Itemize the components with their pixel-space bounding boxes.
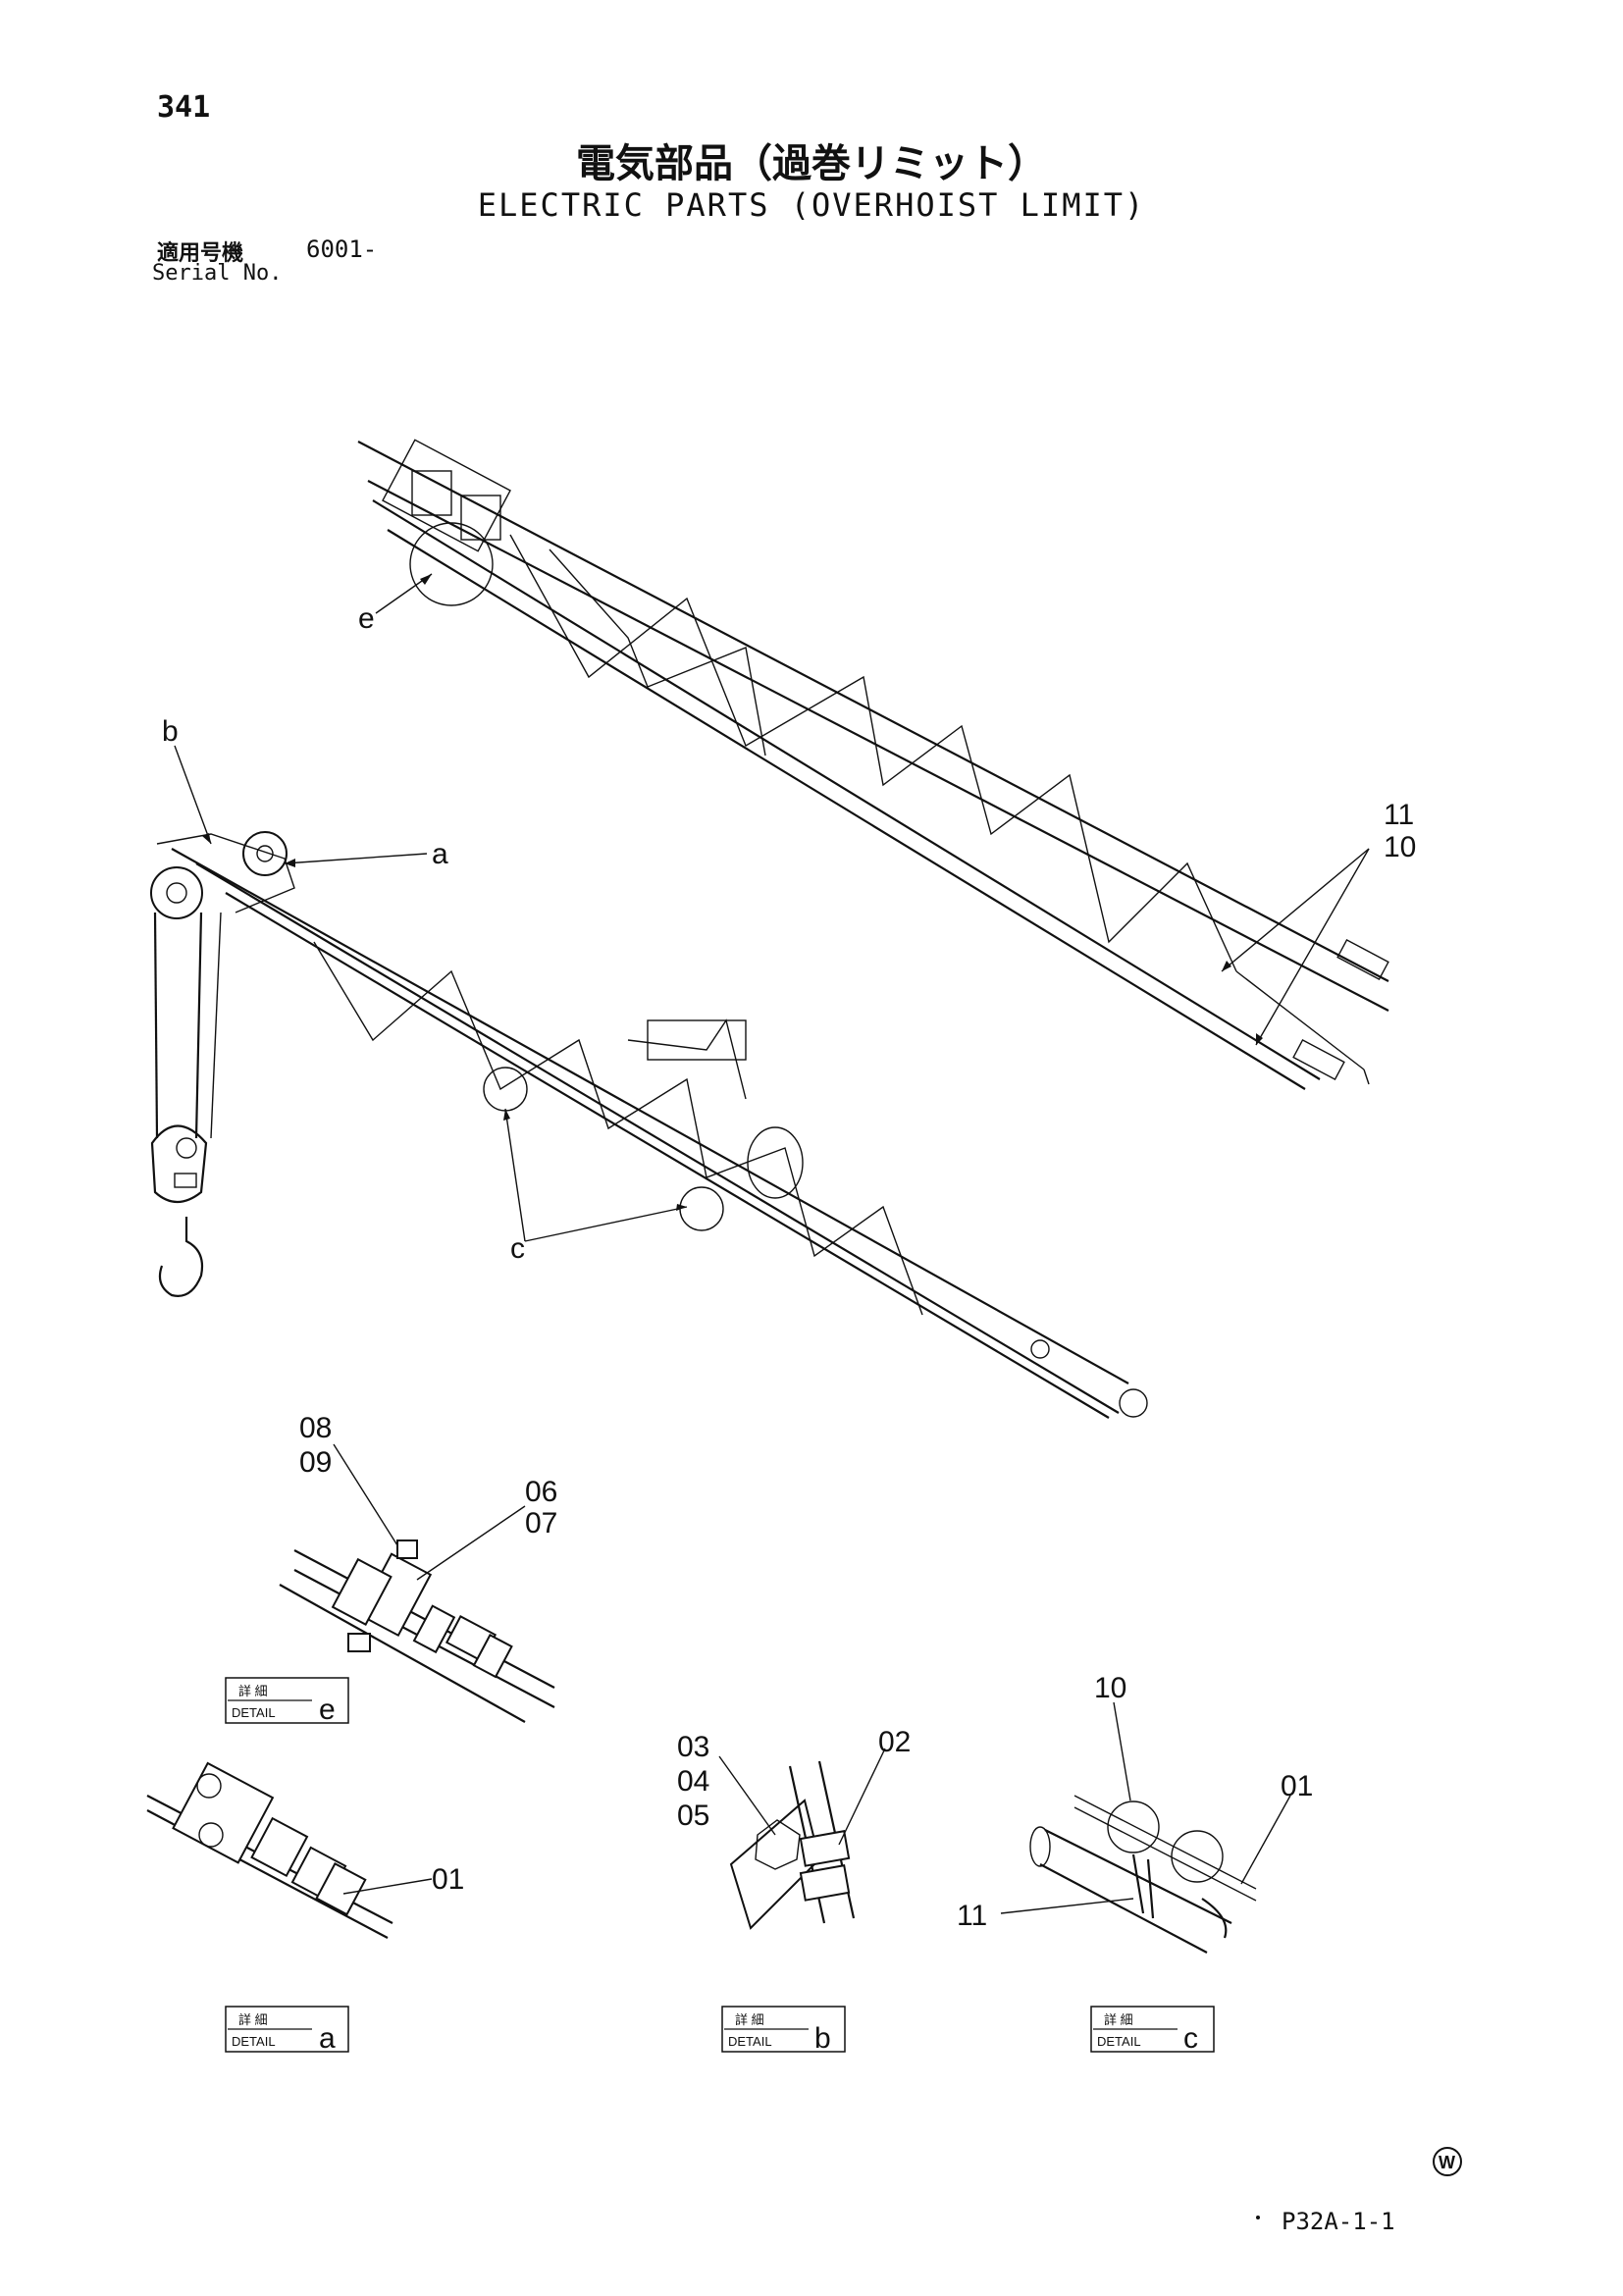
upper-boom: [357, 439, 1389, 1090]
serial-label-english: Serial No.: [152, 261, 283, 286]
detail-box-e: 詳 細 DETAIL e: [225, 1677, 349, 1726]
svg-text:詳 細: 詳 細: [238, 1684, 268, 1698]
svg-text:DETAIL: DETAIL: [1097, 2034, 1141, 2049]
callout-leaders: [174, 573, 1370, 1242]
svg-text:W: W: [1439, 2153, 1455, 2172]
detail-e-drawing: [279, 1539, 555, 1723]
svg-text:詳 細: 詳 細: [1104, 2012, 1133, 2027]
page-title-english: ELECTRIC PARTS (OVERHOIST LIMIT): [477, 186, 1146, 224]
detail-box-c: 詳 細 DETAIL c: [1090, 2006, 1215, 2055]
callout-08: 08: [299, 1412, 332, 1444]
svg-text:b: b: [814, 2022, 831, 2055]
detail-a-drawing: [146, 1761, 393, 1939]
detail-c-drawing: [1029, 1795, 1257, 1954]
callout-01-detail-c: 01: [1281, 1770, 1313, 1802]
page-title-japanese: 電気部品（過巻リミット）: [576, 141, 1047, 186]
callout-09: 09: [299, 1446, 332, 1479]
callout-11-detail-c: 11: [957, 1900, 987, 1932]
callout-02: 02: [878, 1726, 911, 1758]
callout-10-detail-c: 10: [1094, 1672, 1126, 1704]
footer-drawing-code: P32A-1-1: [1282, 2208, 1395, 2235]
svg-text:e: e: [319, 1694, 336, 1726]
callout-10-upper: 10: [1384, 831, 1416, 863]
detail-box-a: 詳 細 DETAIL a: [225, 2006, 349, 2055]
callout-e: e: [358, 602, 375, 635]
callout-05: 05: [677, 1800, 709, 1832]
svg-text:詳 細: 詳 細: [735, 2012, 764, 2027]
callout-11-upper: 11: [1384, 799, 1414, 831]
svg-text:a: a: [319, 2022, 336, 2055]
serial-number-value: 6001-: [306, 235, 378, 263]
svg-text:DETAIL: DETAIL: [728, 2034, 772, 2049]
callout-01-detail-a: 01: [432, 1863, 464, 1896]
callout-06: 06: [525, 1476, 557, 1508]
boom-head-and-hook: [150, 831, 295, 1297]
callout-c: c: [510, 1232, 525, 1265]
svg-text:c: c: [1183, 2022, 1198, 2055]
circled-w-mark: W: [1433, 2147, 1462, 2176]
svg-text:DETAIL: DETAIL: [232, 2034, 276, 2049]
svg-text:詳 細: 詳 細: [238, 2012, 268, 2027]
callout-b: b: [162, 715, 179, 748]
callout-04: 04: [677, 1765, 709, 1798]
detail-box-b: 詳 細 DETAIL b: [721, 2006, 846, 2055]
page-number: 341: [157, 90, 211, 125]
callout-07: 07: [525, 1507, 557, 1539]
callout-03: 03: [677, 1731, 709, 1763]
lower-boom: [171, 848, 1148, 1419]
detail-b-drawing: [729, 1760, 856, 1930]
svg-text:DETAIL: DETAIL: [232, 1705, 276, 1720]
serial-label-japanese: 適用号機: [157, 241, 244, 266]
callout-a: a: [432, 838, 448, 870]
